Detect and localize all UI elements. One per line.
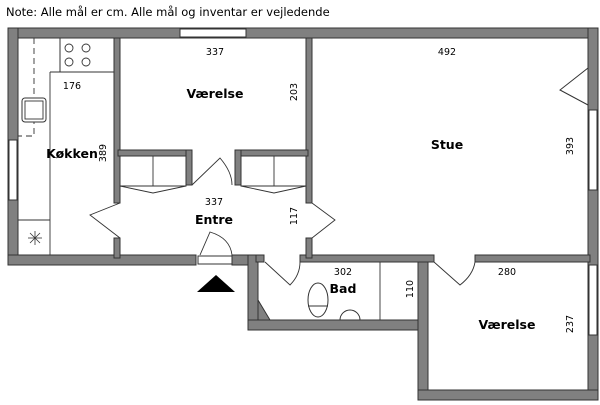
living-width: 492 (438, 47, 456, 58)
window-bedroom1 (179, 28, 247, 38)
doors (89, 157, 476, 286)
bedroom2-width: 280 (498, 267, 516, 278)
closets (119, 155, 307, 194)
kitchen-fixtures (18, 37, 115, 255)
kitchen-label: Køkken (46, 146, 98, 161)
kitchen-width: 176 (63, 81, 81, 92)
sink-icon (21, 97, 47, 123)
bedroom1-width: 337 (206, 47, 224, 58)
extractor-icon (28, 231, 42, 245)
windows (8, 28, 598, 336)
living-label: Stue (431, 137, 463, 152)
entrance-width: 337 (205, 197, 223, 208)
bath-fixtures (307, 282, 361, 321)
bathroom-length: 110 (405, 280, 416, 298)
kitchen-length: 389 (98, 144, 109, 162)
entrance-length: 117 (289, 207, 300, 225)
plan-note: Note: Alle mål er cm. Alle mål og invent… (6, 5, 330, 19)
window-kitchen (8, 139, 18, 201)
walls (7, 27, 599, 401)
bedroom1-label: Værelse (187, 86, 244, 101)
bedroom2-label: Værelse (479, 317, 536, 332)
washbasin-icon (339, 309, 361, 321)
balcony-door (559, 66, 589, 106)
bathroom-width: 302 (334, 267, 352, 278)
bathroom-label: Bad (330, 281, 357, 296)
toilet-icon (307, 282, 329, 318)
entrance-door-frame (197, 255, 233, 265)
stove-icon (59, 37, 115, 73)
window-bedroom2 (588, 264, 598, 336)
entrance-label: Entre (195, 212, 233, 227)
entrance-arrow-icon (197, 275, 235, 292)
living-length: 393 (565, 137, 576, 155)
room-labels: Køkken 176 389 Værelse 337 203 Stue 492 … (46, 47, 576, 333)
bedroom1-length: 203 (289, 83, 300, 101)
window-living (588, 109, 598, 191)
bedroom2-length: 237 (565, 315, 576, 333)
